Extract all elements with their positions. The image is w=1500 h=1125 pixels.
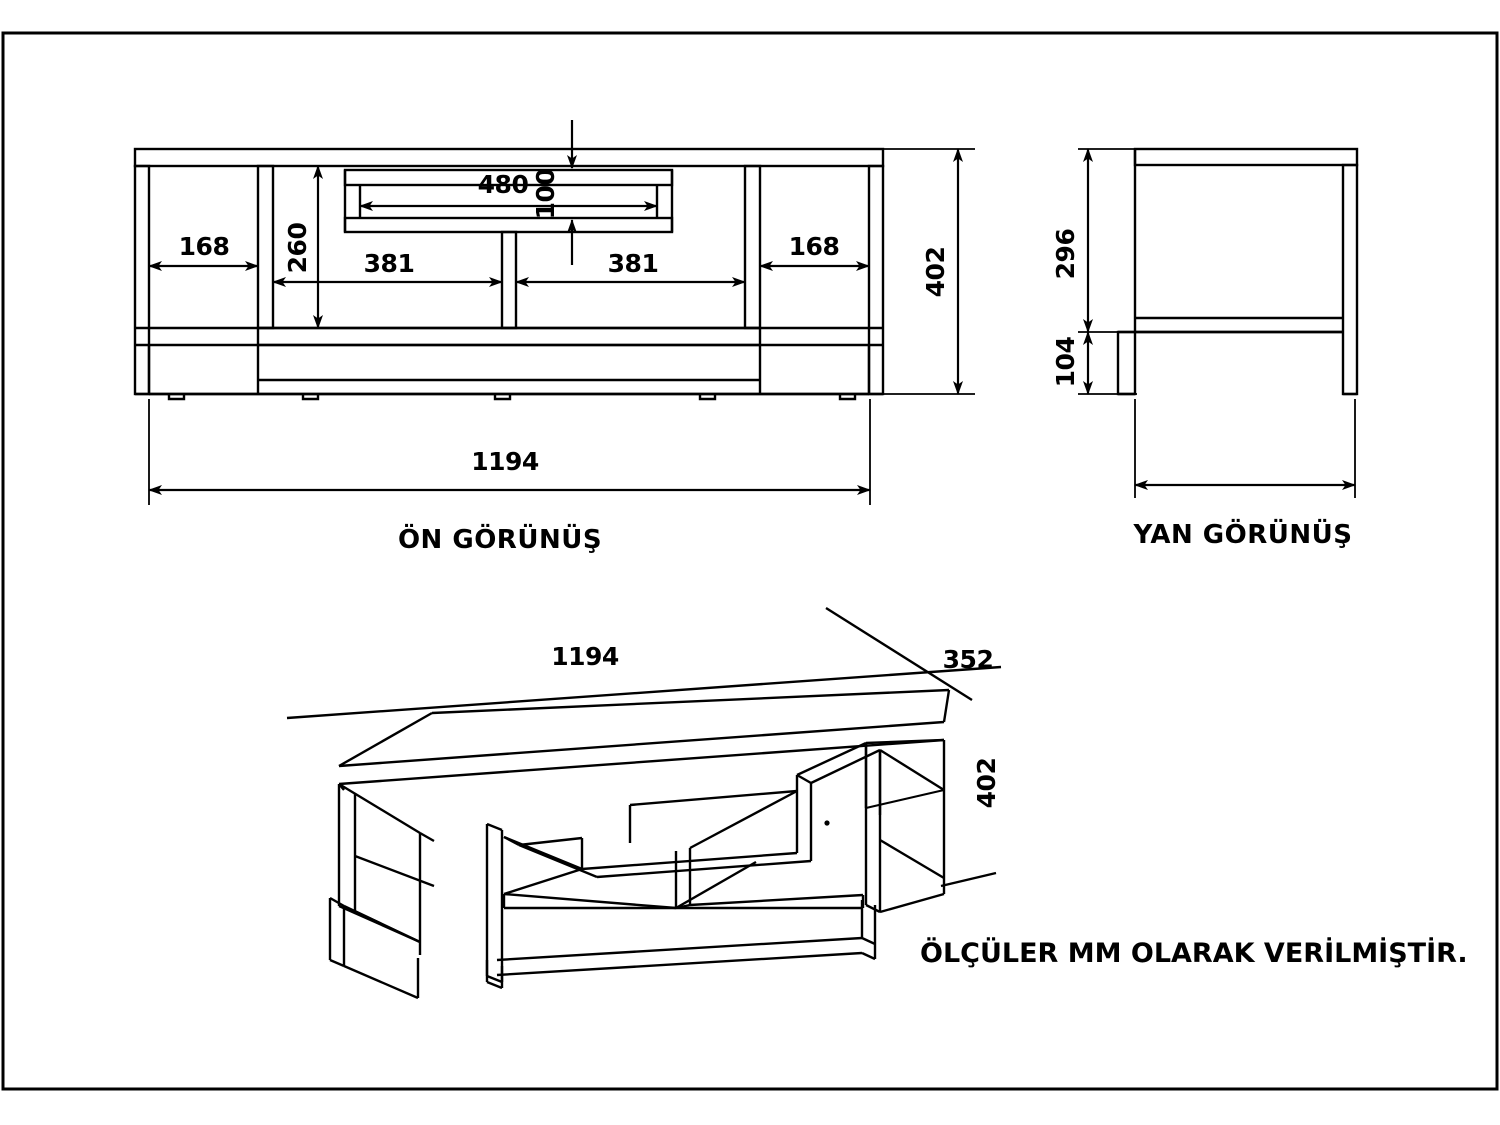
front-view-dimension-lines (148, 120, 975, 505)
front-dim-480-opening-width: 480 (478, 170, 529, 199)
front-dim-1194-total-width: 1194 (471, 447, 539, 476)
front-view-title: ÖN GÖRÜNÜŞ (398, 522, 602, 555)
front-dim-260-shelf-height: 260 (283, 223, 312, 274)
front-view-geometry (133, 147, 885, 401)
sheet-border (1, 31, 1499, 1091)
iso-view-dimension-lines (286, 606, 1002, 888)
iso-dim-402-height: 402 (972, 758, 1001, 809)
side-view-geometry (1116, 147, 1359, 396)
side-view-title: YAN GÖRÜNÜŞ (1133, 517, 1353, 550)
side-view-dimension-lines (1078, 148, 1356, 498)
units-note: ÖLÇÜLER MM OLARAK VERİLMİŞTİR. (920, 936, 1468, 969)
front-dim-168-left: 168 (179, 232, 230, 261)
side-dim-296-body-height: 296 (1051, 229, 1080, 280)
front-dim-402-total-height: 402 (921, 247, 950, 298)
iso-view-geometry (328, 688, 951, 1000)
iso-dim-1194-length: 1194 (551, 642, 619, 671)
front-dim-100-opening-height: 100 (531, 169, 560, 220)
side-dim-104-leg-height: 104 (1051, 337, 1080, 388)
front-dim-381-right: 381 (608, 249, 659, 278)
front-dim-168-right: 168 (789, 232, 840, 261)
iso-dim-352-depth: 352 (943, 645, 994, 674)
front-dim-381-left: 381 (364, 249, 415, 278)
